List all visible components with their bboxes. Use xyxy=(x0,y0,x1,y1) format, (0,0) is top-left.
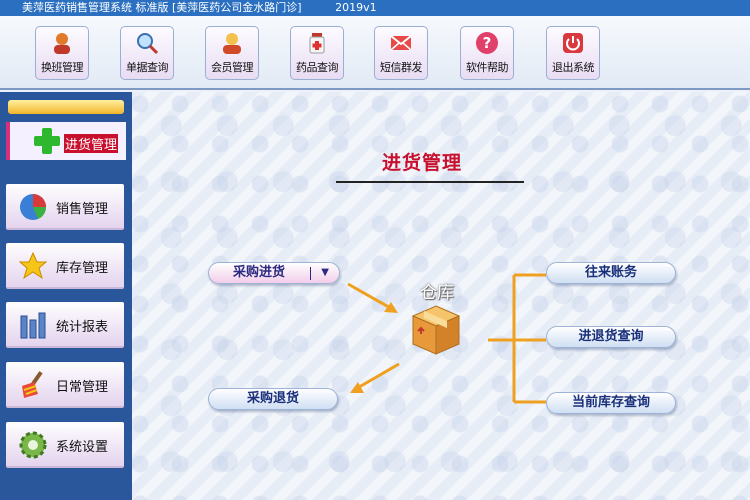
arrow-purchase-return xyxy=(353,362,400,392)
warehouse-box-icon xyxy=(411,305,461,355)
sidebar: 进货管理 销售管理 库存管理 统计报表 日常管理 系统设置 xyxy=(0,92,132,500)
shift-change-icon xyxy=(54,33,70,54)
medicine-bottle-icon xyxy=(309,33,325,54)
return-query-button[interactable]: 进退货查询 xyxy=(546,326,676,348)
bar-chart-icon xyxy=(20,312,46,339)
sidebar-top-bar xyxy=(8,100,124,114)
purchase-in-label: 采购进货 xyxy=(232,265,285,280)
stock-query-button[interactable]: 当前库存查询 xyxy=(546,392,676,414)
exit-label: 退出系统 xyxy=(552,61,595,74)
medicine-query-button[interactable]: 药品查询 xyxy=(290,26,344,80)
accounts-label: 往来账务 xyxy=(584,265,637,280)
magnifier-icon xyxy=(137,33,159,55)
sidebar-item-label: 日常管理 xyxy=(56,380,109,395)
sidebar-item-label: 统计报表 xyxy=(56,320,109,335)
sidebar-item-daily-management[interactable]: 日常管理 xyxy=(6,362,124,408)
version-label: 2019v1 xyxy=(335,1,377,14)
window-title: 美萍医药销售管理系统 标准版 [美萍医药公司金水路门诊] xyxy=(22,1,302,14)
arrow-purchase-return-head xyxy=(350,382,364,393)
member-icon xyxy=(223,33,241,54)
sms-broadcast-button[interactable]: 短信群发 xyxy=(374,26,428,80)
exit-button[interactable]: 退出系统 xyxy=(546,26,600,80)
sidebar-item-inventory-management[interactable]: 库存管理 xyxy=(6,243,124,289)
dropdown-separator xyxy=(310,267,311,280)
main-toolbar: 换班管理 单据查询 会员管理 药品查询 短信群发 ? 软件帮助 退出系统 xyxy=(0,16,750,90)
main-content: 进货管理 采购进货 ▼ 采购退货 仓库 往来账务 进退货查询 当前库存查询 xyxy=(132,92,750,500)
svg-text:?: ? xyxy=(483,34,492,52)
broom-icon xyxy=(22,371,43,398)
purchase-return-label: 采购退货 xyxy=(246,391,299,406)
sidebar-item-label: 销售管理 xyxy=(56,202,109,217)
title-underline xyxy=(336,181,524,183)
sidebar-item-label: 库存管理 xyxy=(56,261,109,276)
document-query-button[interactable]: 单据查询 xyxy=(120,26,174,80)
document-query-label: 单据查询 xyxy=(126,61,169,74)
arrow-purchase-in xyxy=(347,282,395,312)
stock-query-label: 当前库存查询 xyxy=(571,395,650,410)
pie-chart-icon xyxy=(20,194,46,220)
sidebar-item-label: 系统设置 xyxy=(56,440,109,455)
shift-change-label: 换班管理 xyxy=(41,61,84,74)
help-icon: ? xyxy=(476,32,498,54)
page-title: 进货管理 xyxy=(382,152,463,174)
warehouse-label: 仓库 xyxy=(420,283,454,303)
help-button[interactable]: ? 软件帮助 xyxy=(460,26,514,80)
sms-broadcast-label: 短信群发 xyxy=(380,61,423,74)
sidebar-item-label: 进货管理 xyxy=(64,134,119,153)
chevron-down-icon[interactable]: ▼ xyxy=(321,267,329,278)
return-query-label: 进退货查询 xyxy=(578,329,644,344)
arrow-purchase-in-head xyxy=(384,302,398,313)
envelope-icon xyxy=(390,35,412,51)
accounts-button[interactable]: 往来账务 xyxy=(546,262,676,284)
sidebar-item-system-settings[interactable]: 系统设置 xyxy=(6,422,124,468)
gear-icon xyxy=(19,431,47,459)
member-management-label: 会员管理 xyxy=(211,61,254,74)
sidebar-item-statistics-report[interactable]: 统计报表 xyxy=(6,302,124,348)
help-label: 软件帮助 xyxy=(466,61,509,74)
power-icon xyxy=(563,33,583,53)
window-title-bar: 美萍医药销售管理系统 标准版 [美萍医药公司金水路门诊] 2019v1 xyxy=(0,0,750,16)
medicine-query-label: 药品查询 xyxy=(296,61,339,74)
shift-change-button[interactable]: 换班管理 xyxy=(35,26,89,80)
star-icon xyxy=(18,251,48,280)
sidebar-item-purchase-management[interactable]: 进货管理 xyxy=(6,122,126,160)
sidebar-item-sales-management[interactable]: 销售管理 xyxy=(6,184,124,230)
purchase-in-button[interactable]: 采购进货 ▼ xyxy=(208,262,340,284)
member-management-button[interactable]: 会员管理 xyxy=(205,26,259,80)
green-plus-icon xyxy=(34,128,60,154)
purchase-return-button[interactable]: 采购退货 xyxy=(208,388,338,410)
flow-diagram xyxy=(347,273,546,404)
